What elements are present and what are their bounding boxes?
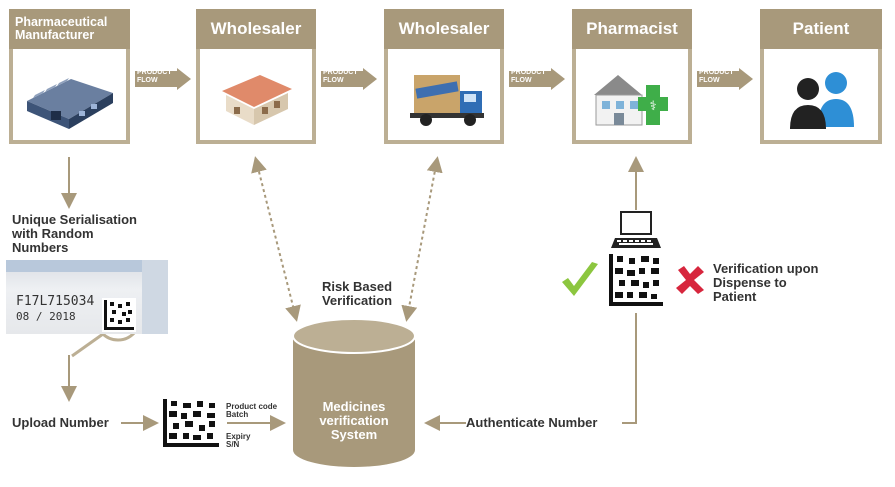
flow-box-title: Wholesaler	[384, 9, 504, 49]
delivery-truck-icon	[410, 75, 484, 126]
database-label: Medicines verification System	[319, 399, 389, 442]
risk-based-verification-label: Risk Based Verification	[321, 279, 393, 308]
laptop-icon	[611, 211, 661, 248]
database-cylinder-icon	[292, 318, 416, 467]
warehouse-icon	[222, 75, 292, 125]
barcode-label-expiry: Expiry	[226, 432, 251, 441]
package-datamatrix-icon	[102, 298, 136, 332]
flow-box-wholesaler-1: Wholesaler	[196, 9, 316, 144]
verification-upon-dispense-label: Verification upon Dispense to Patient	[713, 261, 819, 304]
authenticate-number-label: Authenticate Number	[466, 415, 598, 430]
serialisation-label: Unique Serialisation with Random Numbers	[12, 212, 137, 255]
product-flow-arrow: PRODUCT FLOW	[135, 68, 191, 90]
product-flow-arrow: PRODUCT FLOW	[509, 68, 565, 90]
flow-box-title: Pharmaceutical Manufacturer	[9, 9, 130, 49]
barcode-label-sn: S/N	[226, 440, 240, 449]
flow-box-patient: Patient	[760, 9, 882, 144]
product-flow-label: PRODUCT FLOW	[323, 69, 358, 84]
package-code: F17L715034	[16, 294, 95, 309]
product-flow-label: PRODUCT FLOW	[137, 69, 172, 84]
flow-box-manufacturer: Pharmaceutical Manufacturer	[9, 9, 130, 144]
people-icon	[790, 72, 854, 129]
flow-box-wholesaler-2: Wholesaler	[384, 9, 504, 144]
product-flow-label: PRODUCT FLOW	[699, 69, 734, 84]
flow-box-title: Pharmacist	[572, 9, 692, 49]
product-flow-arrow: PRODUCT FLOW	[697, 68, 753, 90]
cross-mark-icon	[676, 266, 704, 294]
verification-datamatrix-icon	[609, 254, 663, 306]
package-photo: F17L715034 08 / 2018	[6, 260, 168, 334]
flow-box-title: Wholesaler	[196, 9, 316, 49]
product-flow-arrow: PRODUCT FLOW	[321, 68, 377, 90]
flow-box-pharmacist: Pharmacist ⚕	[572, 9, 692, 144]
check-mark-icon	[562, 262, 598, 296]
upload-number-label: Upload Number	[12, 415, 109, 430]
barcode-label-batch: Batch	[226, 410, 249, 419]
factory-icon	[27, 78, 113, 129]
package-date: 08 / 2018	[16, 310, 76, 323]
barcode-label-product: Product code	[226, 402, 278, 411]
flow-box-title: Patient	[760, 9, 882, 49]
product-flow-label: PRODUCT FLOW	[511, 69, 546, 84]
pharmacy-icon: ⚕	[594, 75, 668, 126]
svg-text:⚕: ⚕	[649, 99, 656, 114]
datamatrix-barcode-icon	[163, 399, 219, 447]
